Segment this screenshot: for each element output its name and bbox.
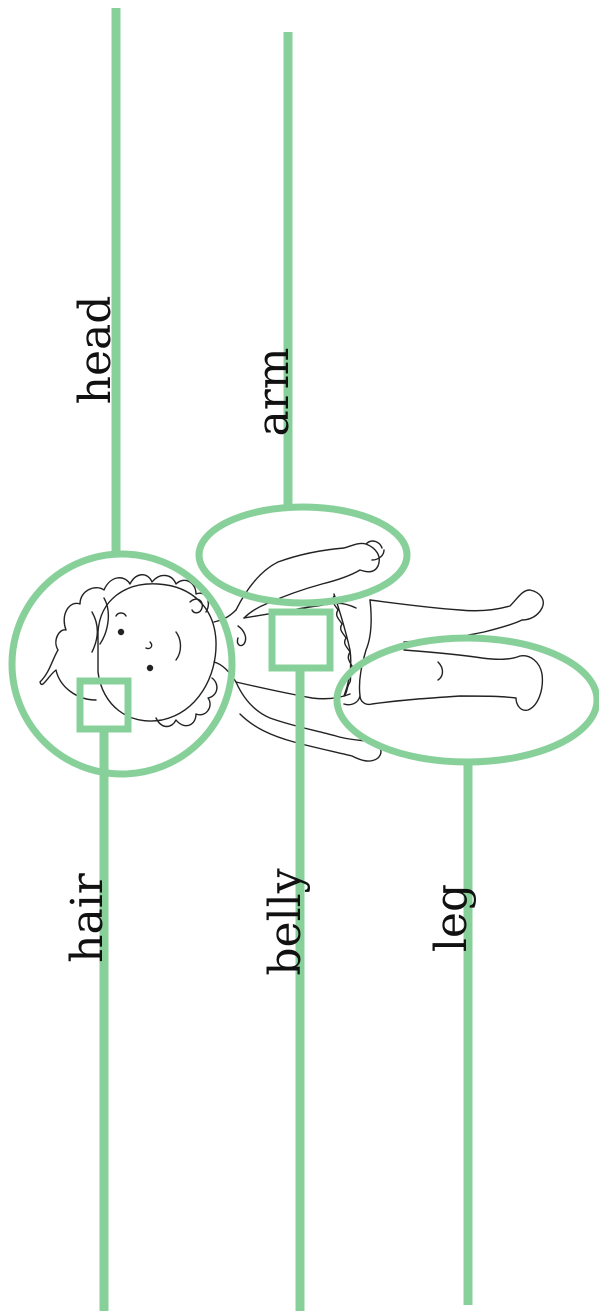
child-eye-left-dot (117, 628, 125, 636)
label-hair: hair (62, 872, 113, 963)
label-arm: arm (248, 348, 299, 437)
child-arm-upper (235, 542, 380, 619)
child-hair-back (155, 677, 218, 728)
hair-marker-square (76, 677, 132, 733)
child-hair (39, 574, 210, 701)
head-marker-circle (8, 550, 236, 778)
label-leg: leg (426, 884, 477, 952)
child-leg-lower (359, 649, 544, 712)
child-necklace (236, 625, 247, 647)
leg-marker-ellipse (333, 634, 599, 766)
child-nose (145, 641, 153, 650)
child-hand-upper (365, 540, 385, 561)
child-swimsuit (333, 593, 372, 706)
label-head: head (70, 296, 121, 405)
belly-marker-square (268, 608, 334, 672)
child-eye-right (146, 664, 154, 672)
child-eye-left (115, 612, 127, 617)
arm-marker-ellipse (195, 503, 411, 607)
child-leg-upper (369, 589, 544, 643)
child-mouth (175, 631, 182, 661)
child-ear (189, 598, 204, 614)
child-knee (437, 661, 444, 681)
child-swimsuit-frill (331, 595, 353, 697)
label-belly: belly (260, 868, 311, 975)
child-head (97, 583, 217, 722)
